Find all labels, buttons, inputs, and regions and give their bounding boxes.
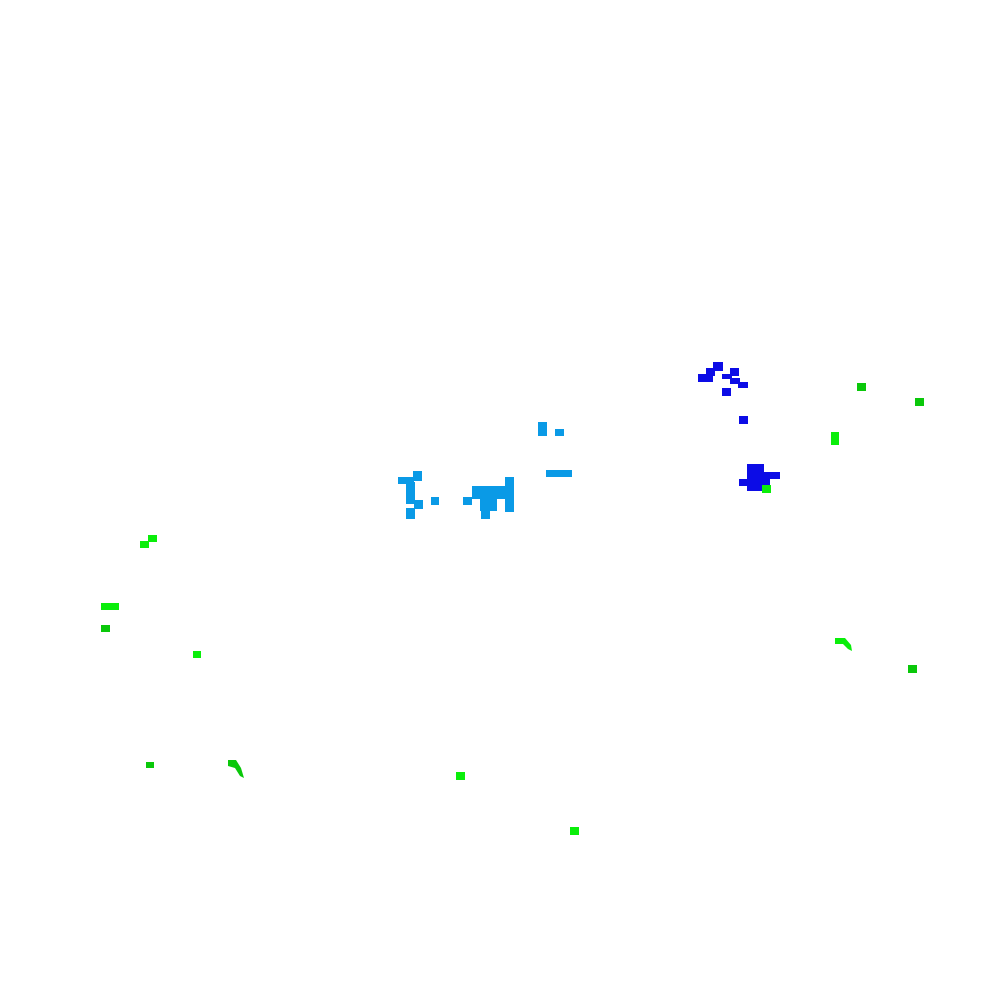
- sky-blue-cluster: [398, 422, 572, 519]
- mask-blob: [463, 497, 472, 505]
- bright-green-specks: [101, 432, 852, 835]
- mask-blob: [406, 508, 415, 519]
- mask-blob: [908, 665, 917, 673]
- mask-blob: [722, 388, 731, 396]
- mask-blob: [148, 535, 157, 542]
- mask-blob: [406, 482, 415, 504]
- deep-blue-cluster: [698, 362, 780, 491]
- mask-blob: [140, 541, 149, 548]
- mask-blob: [730, 378, 740, 384]
- mask-blob: [101, 603, 119, 610]
- mask-blob: [835, 638, 852, 651]
- mask-blob: [739, 479, 749, 486]
- mask-blob: [414, 500, 423, 509]
- mask-blob: [762, 479, 770, 487]
- mask-blob: [398, 477, 414, 484]
- mask-blob: [546, 470, 572, 477]
- mask-blob: [101, 625, 110, 632]
- mask-blob: [413, 471, 422, 481]
- mask-blob: [456, 772, 465, 780]
- mask-blob: [713, 362, 723, 371]
- mask-blob: [228, 760, 244, 778]
- mask-blob: [481, 510, 490, 519]
- mask-blob: [762, 485, 771, 493]
- mask-blob: [146, 762, 154, 768]
- mask-blob: [472, 486, 506, 499]
- mask-blob: [193, 651, 201, 658]
- mask-blob: [706, 368, 715, 376]
- mask-blob: [722, 374, 732, 379]
- mask-blob: [915, 398, 924, 406]
- mask-blob: [730, 368, 739, 376]
- mask-blob: [555, 429, 564, 436]
- mask-blob: [738, 382, 748, 388]
- mask-blob: [831, 432, 839, 445]
- mask-blob: [739, 416, 748, 424]
- mask-blob: [698, 374, 713, 382]
- mask-blob: [505, 477, 514, 512]
- mask-blob: [857, 383, 866, 391]
- mask-blob: [538, 422, 547, 436]
- mask-blob: [480, 498, 497, 511]
- dark-green-specks: [101, 383, 924, 778]
- mask-blob: [570, 827, 579, 835]
- mask-blob: [762, 472, 780, 479]
- mask-blob: [747, 464, 764, 491]
- mask-blob: [431, 497, 439, 505]
